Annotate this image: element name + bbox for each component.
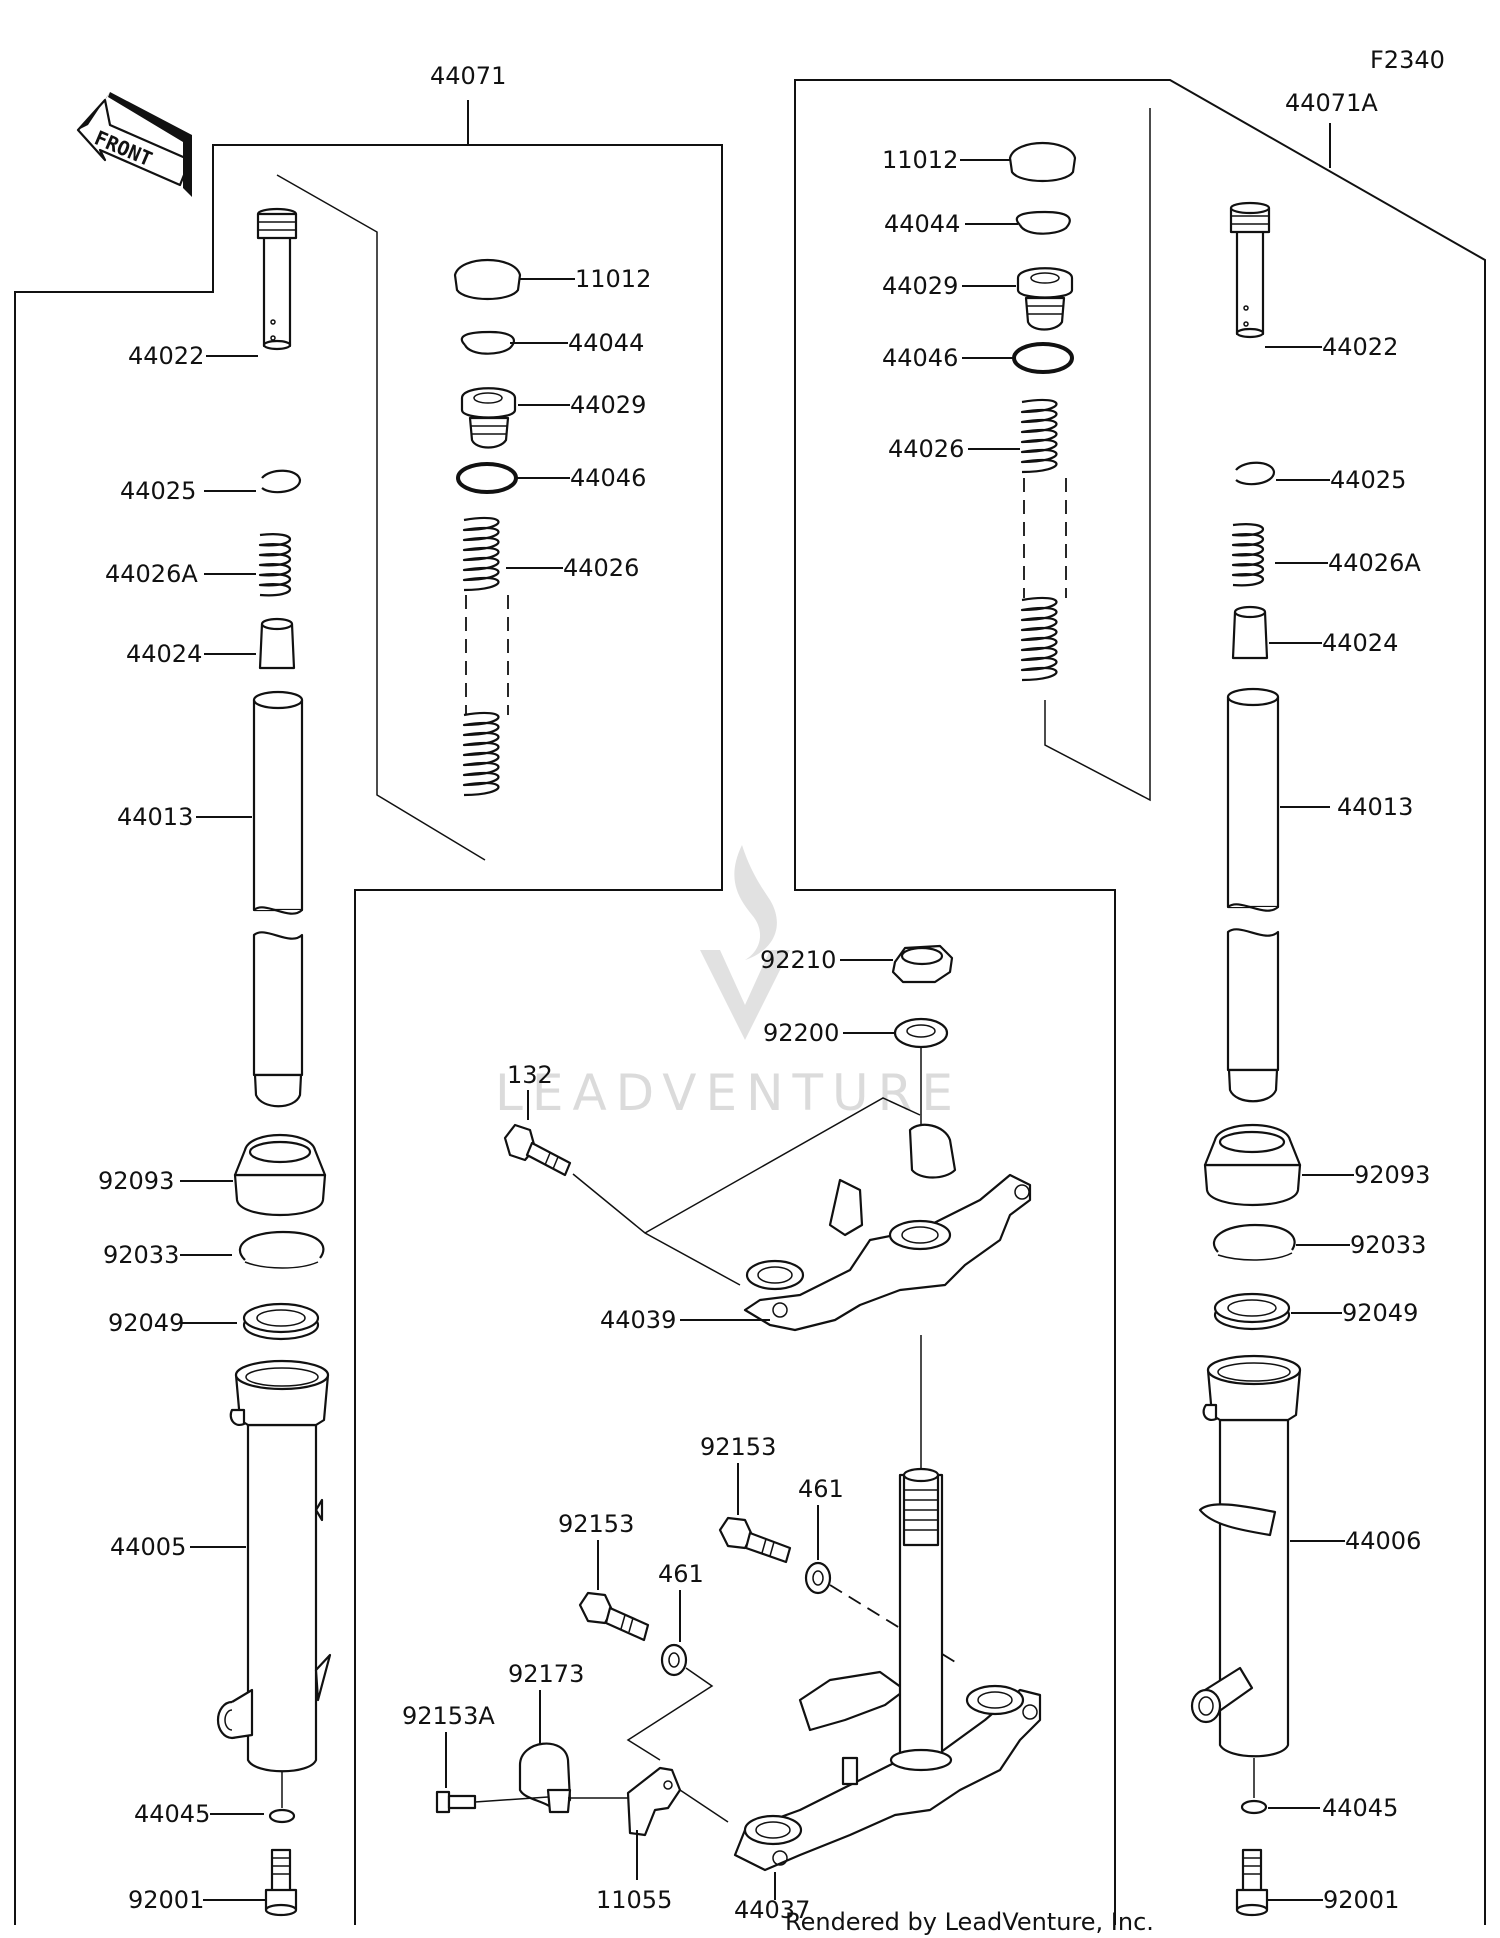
watermark-text: LEADVENTURE: [495, 1064, 962, 1122]
callout-c-92210: 92210: [760, 946, 836, 974]
oil-seal-right: [1213, 1292, 1291, 1331]
callout-l-92001: 92001: [128, 1886, 204, 1914]
oil-lock-piece-left: [258, 617, 296, 670]
callout-c-92153A: 92153A: [402, 1702, 495, 1730]
callout-r-92049: 92049: [1342, 1299, 1418, 1327]
callout-r-44026: 44026: [888, 435, 964, 463]
outer-tube-left: [216, 1359, 332, 1773]
dust-seal-left: [233, 1134, 327, 1216]
callout-c-92173: 92173: [508, 1660, 584, 1688]
callout-c-92200: 92200: [763, 1019, 839, 1047]
callout-l-44026A: 44026A: [105, 560, 198, 588]
steering-stem-44037: [733, 1467, 1042, 1872]
callout-c-132: 132: [507, 1061, 553, 1089]
callout-c-44039: 44039: [600, 1306, 676, 1334]
callout-r-92001: 92001: [1323, 1886, 1399, 1914]
callout-l-44013: 44013: [117, 803, 193, 831]
callout-c-11055: 11055: [596, 1886, 672, 1914]
callout-c-92153-a: 92153: [700, 1433, 776, 1461]
left-assembly-frame: 44071: [14, 62, 723, 1925]
callout-l-44045: 44045: [134, 1800, 210, 1828]
hose-clamp-92173: [518, 1742, 572, 1814]
callout-r-44022: 44022: [1322, 333, 1398, 361]
callout-r-92093: 92093: [1354, 1161, 1430, 1189]
bracket-11055: [626, 1766, 682, 1837]
outer-tube-right: [1190, 1354, 1302, 1758]
callout-l-44029: 44029: [570, 391, 646, 419]
damper-rod-right: [1229, 201, 1271, 339]
o-ring-left: [456, 462, 518, 494]
callout-l-11012: 11012: [575, 265, 651, 293]
stem-washer: [893, 1017, 949, 1049]
retaining-ring-left: [460, 330, 515, 355]
cap-left: [453, 258, 522, 300]
circlip-right: [1235, 461, 1276, 486]
bolt-left: [264, 1848, 298, 1917]
bolt-92153-lower: [578, 1591, 650, 1642]
dust-seal-right: [1203, 1124, 1302, 1207]
stopper-ring-right: [1212, 1223, 1296, 1253]
lock-washer-461-lower: [660, 1643, 688, 1677]
spring-seat-right: [1016, 267, 1074, 331]
right-assembly-frame: 44071A: [794, 79, 1486, 1925]
callout-r-92033: 92033: [1350, 1231, 1426, 1259]
rebound-spring-left: [258, 533, 292, 597]
inner-tube-right: [1226, 687, 1280, 1103]
callout-c-461-a: 461: [798, 1475, 844, 1503]
bolt-right: [1235, 1848, 1269, 1917]
callout-l-92033: 92033: [103, 1241, 179, 1269]
callout-l-44025: 44025: [120, 477, 196, 505]
rebound-spring-right: [1231, 523, 1265, 587]
callout-r-44046: 44046: [882, 344, 958, 372]
callout-c-92153-b: 92153: [558, 1510, 634, 1538]
callout-l-92049: 92049: [108, 1309, 184, 1337]
gasket-right: [1240, 1758, 1268, 1815]
watermark: LEADVENTURE: [495, 845, 962, 1122]
callout-l-44022: 44022: [128, 342, 204, 370]
callout-c-461-b: 461: [658, 1560, 704, 1588]
clamp-bolt-132: [503, 1123, 572, 1177]
bolt-92153-upper: [718, 1516, 792, 1564]
circlip-left: [261, 469, 302, 494]
footer-credit: Rendered by LeadVenture, Inc.: [785, 1908, 1154, 1936]
callout-r-44025: 44025: [1330, 466, 1406, 494]
callout-r-44029: 44029: [882, 272, 958, 300]
stopper-ring-left: [238, 1230, 325, 1261]
oil-seal-left: [242, 1302, 320, 1341]
callout-l-44026: 44026: [563, 554, 639, 582]
callout-r-44044: 44044: [884, 210, 960, 238]
retaining-ring-right: [1015, 210, 1071, 235]
callout-l-44005: 44005: [110, 1533, 186, 1561]
callout-r-44013: 44013: [1337, 793, 1413, 821]
callout-r-44045: 44045: [1322, 1794, 1398, 1822]
gasket-left: [268, 1772, 296, 1824]
fork-spring-left: [462, 516, 509, 797]
callout-r-44006: 44006: [1345, 1527, 1421, 1555]
lock-washer-461-upper: [804, 1561, 832, 1595]
spring-seat-left: [460, 387, 517, 449]
upper-bracket-44039: [743, 1123, 1032, 1332]
cap-right: [1008, 141, 1077, 182]
stem-nut: [891, 944, 954, 984]
bolt-92153A: [435, 1790, 477, 1814]
callout-r-11012: 11012: [882, 146, 958, 174]
callout-r-44026A: 44026A: [1328, 549, 1421, 577]
damper-rod-left: [256, 207, 298, 351]
callout-l-44046: 44046: [570, 464, 646, 492]
callout-c-44037: 44037: [734, 1896, 810, 1924]
oil-lock-piece-right: [1231, 605, 1269, 660]
callout-l-44044: 44044: [568, 329, 644, 357]
o-ring-right: [1012, 342, 1074, 374]
callout-r-44024: 44024: [1322, 629, 1398, 657]
assembly-label-right: 44071A: [1285, 89, 1378, 117]
diagram-code: F2340: [1370, 46, 1445, 74]
callout-l-92093: 92093: [98, 1167, 174, 1195]
inner-tube-left: [252, 690, 304, 1108]
assembly-label-left: 44071: [430, 62, 506, 90]
fork-spring-right: [1020, 398, 1067, 682]
front-arrow-icon: FRONT: [76, 92, 192, 197]
callout-l-44024: 44024: [126, 640, 202, 668]
